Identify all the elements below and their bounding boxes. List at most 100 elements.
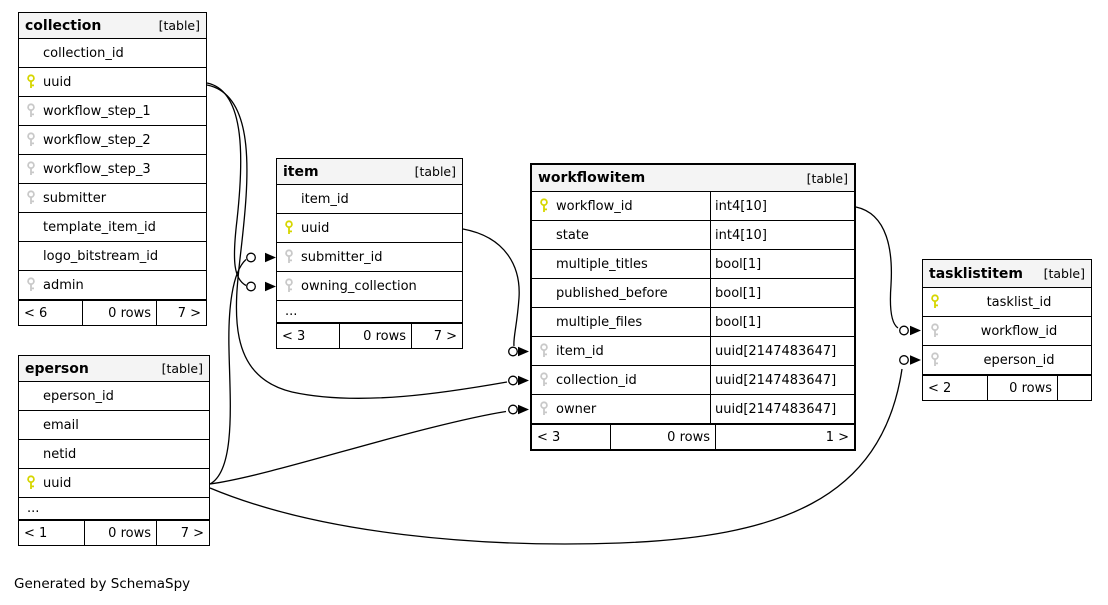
column-name: workflow_id [980, 323, 1058, 339]
zero-or-one-dot [246, 252, 256, 263]
foreign-key-icon [277, 278, 301, 294]
zero-or-one-dot [508, 346, 518, 357]
table-tag: [table] [806, 170, 848, 186]
footer-right-count: 1 > [825, 429, 849, 445]
foreign-key-icon [19, 190, 43, 206]
arrowhead-icon [910, 355, 921, 365]
column-row: item_id [277, 185, 462, 214]
column-row: owning_collection [277, 272, 462, 301]
primary-key-icon [19, 475, 43, 491]
column-name: uuid [43, 74, 72, 90]
more-columns-ellipsis: ... [277, 301, 462, 323]
footer-left-count: < 3 [532, 425, 611, 449]
foreign-key-icon [923, 323, 947, 339]
table-footer: < 2 0 rows [923, 375, 1091, 400]
primary-key-icon [277, 220, 301, 236]
foreign-key-icon [19, 132, 43, 148]
relationship-item-workflowitem [462, 228, 529, 357]
column-name: template_item_id [43, 219, 156, 235]
generated-by-caption: Generated by SchemaSpy [14, 576, 191, 592]
footer-left-count: < 1 [19, 521, 85, 545]
table-header[interactable]: tasklistitem [table] [923, 260, 1091, 288]
column-name: tasklist_id [986, 294, 1052, 310]
arrowhead-icon [265, 252, 276, 263]
table-tag: [table] [158, 18, 200, 33]
foreign-key-icon [532, 343, 556, 359]
primary-key-icon [923, 294, 947, 310]
zero-or-one-dot [899, 355, 909, 365]
footer-row-count: 0 rows [611, 425, 716, 449]
relationship-collection-workflowitem [206, 84, 529, 399]
table-title: item [283, 163, 319, 180]
foreign-key-icon [532, 401, 556, 417]
table-tag: [table] [414, 164, 456, 179]
column-row: eperson_id [19, 382, 209, 411]
table-header[interactable]: eperson [table] [19, 356, 209, 382]
column-row: workflow_id int4[10] [532, 192, 854, 221]
table-footer: < 3 0 rows 1 > [532, 424, 854, 449]
zero-or-one-dot [246, 281, 256, 292]
column-type: uuid[2147483647] [710, 395, 854, 423]
foreign-key-icon [923, 352, 947, 368]
column-type: uuid[2147483647] [710, 337, 854, 365]
arrowhead-icon [910, 325, 921, 336]
column-row: collection_id uuid[2147483647] [532, 366, 854, 395]
column-name: eperson_id [983, 352, 1055, 368]
column-name: item_id [301, 191, 349, 207]
table-title: eperson [25, 360, 89, 377]
table-header[interactable]: collection [table] [19, 13, 206, 39]
column-name: workflow_step_2 [43, 132, 151, 148]
footer-row-count: 0 rows [988, 376, 1058, 400]
table-node-workflowitem[interactable]: workflowitem [table] workflow_id int4[10… [530, 163, 856, 451]
column-row: template_item_id [19, 213, 206, 242]
table-title: workflowitem [538, 170, 646, 186]
footer-right-count: 7 > [180, 525, 204, 541]
column-name: workflow_step_3 [43, 161, 151, 177]
table-tag: [table] [161, 361, 203, 376]
column-name: owner [556, 401, 597, 417]
column-row: multiple_files bool[1] [532, 308, 854, 337]
column-row: owner uuid[2147483647] [532, 395, 854, 424]
column-name: collection_id [43, 45, 124, 61]
column-row: multiple_titles bool[1] [532, 250, 854, 279]
primary-key-icon [532, 198, 556, 214]
table-footer: < 6 0 rows 7 > [19, 300, 206, 325]
column-name: owning_collection [301, 278, 417, 294]
relationship-eperson-tasklistitem [209, 355, 921, 545]
footer-row-count: 0 rows [340, 324, 412, 348]
table-node-eperson[interactable]: eperson [table] eperson_id email netid u… [18, 355, 210, 546]
table-footer: < 1 0 rows 7 > [19, 520, 209, 545]
column-row: collection_id [19, 39, 206, 68]
table-node-item[interactable]: item [table] item_id uuid submitter_id o… [276, 158, 463, 349]
footer-row-count: 0 rows [83, 301, 157, 325]
column-name: workflow_step_1 [43, 103, 151, 119]
column-name: eperson_id [43, 388, 114, 404]
table-title: tasklistitem [929, 265, 1023, 282]
table-header[interactable]: workflowitem [table] [532, 165, 854, 192]
column-row: state int4[10] [532, 221, 854, 250]
arrowhead-icon [265, 281, 276, 292]
zero-or-one-dot [508, 404, 518, 415]
column-name: state [556, 227, 589, 243]
table-header[interactable]: item [table] [277, 159, 462, 185]
column-name: collection_id [556, 372, 637, 388]
table-tag: [table] [1043, 266, 1085, 281]
footer-left-count: < 6 [19, 301, 83, 325]
column-row: eperson_id [923, 346, 1091, 375]
column-name: submitter_id [301, 249, 383, 265]
column-name: workflow_id [556, 198, 633, 214]
arrowhead-icon [518, 346, 529, 357]
column-row: submitter [19, 184, 206, 213]
table-node-tasklistitem[interactable]: tasklistitem [table] tasklist_id workflo… [922, 259, 1092, 401]
column-row: uuid [19, 68, 206, 97]
relationship-collection-item [206, 82, 276, 292]
column-name: multiple_files [556, 314, 643, 330]
column-type: uuid[2147483647] [710, 366, 854, 394]
foreign-key-icon [19, 161, 43, 177]
column-row: published_before bool[1] [532, 279, 854, 308]
column-row: workflow_step_3 [19, 155, 206, 184]
column-name: item_id [556, 343, 604, 359]
column-name: uuid [43, 475, 72, 491]
table-node-collection[interactable]: collection [table] collection_id uuid wo… [18, 12, 207, 326]
